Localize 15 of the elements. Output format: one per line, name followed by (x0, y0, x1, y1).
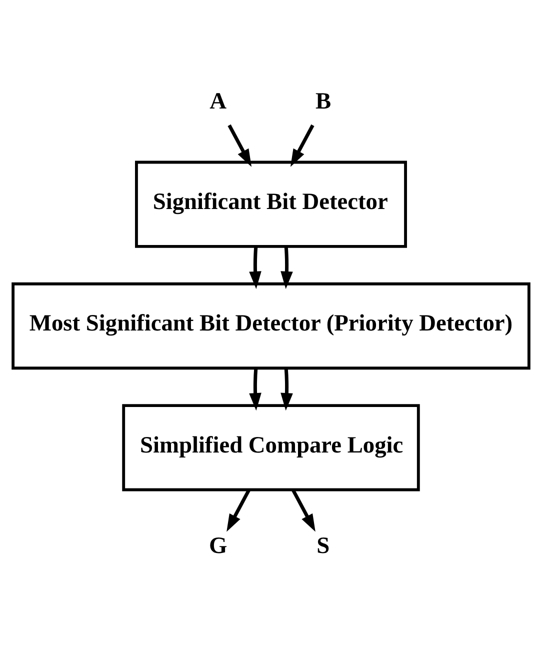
arrow (226, 488, 251, 532)
arrow (290, 124, 314, 166)
node-text: B (315, 88, 332, 114)
arrow (291, 488, 316, 532)
node-box: Most Significant Bit Detector (Priority Detector) (12, 282, 530, 370)
node-text: S (316, 532, 330, 558)
node-text: A (210, 88, 226, 114)
arrow (249, 246, 262, 288)
node-text: G (209, 532, 228, 558)
node-box: Simplified Compare Logic (122, 404, 420, 491)
arrow (280, 246, 293, 288)
arrow (280, 368, 293, 410)
node-box: Significant Bit Detector (135, 160, 407, 248)
arrow (228, 124, 252, 166)
arrow (249, 368, 262, 410)
